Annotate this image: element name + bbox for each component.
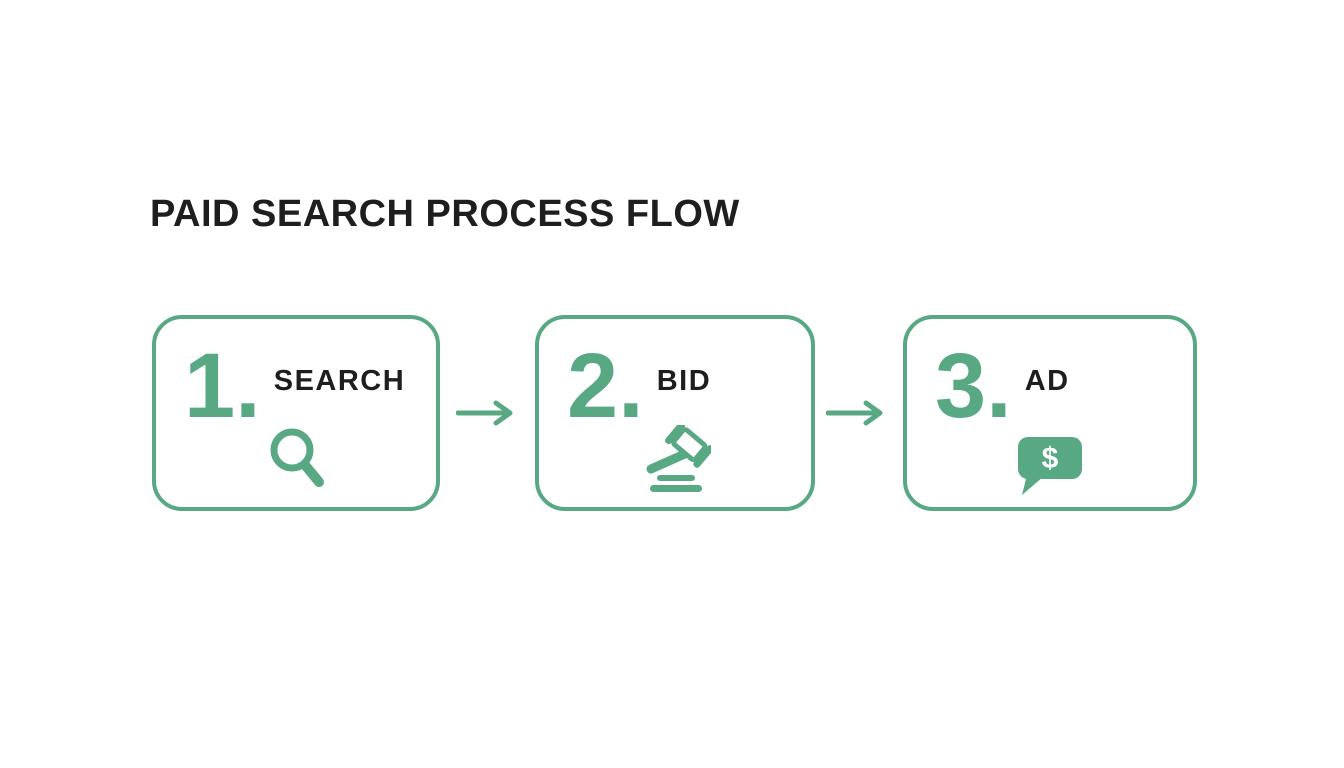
- page-title: PAID SEARCH PROCESS FLOW: [150, 193, 740, 235]
- search-icon: [260, 425, 332, 497]
- step-box-search: 1. SEARCH: [152, 315, 440, 511]
- arrow-right-icon: [826, 399, 888, 427]
- step-number: 3.: [935, 335, 1012, 437]
- gavel-icon: [639, 425, 711, 497]
- dollar-sign-glyph: $: [1042, 442, 1059, 475]
- step-header: 3. AD: [935, 340, 1070, 432]
- step-number: 1.: [184, 335, 261, 437]
- step-label: AD: [1024, 365, 1070, 398]
- step-header: 2. BID: [567, 340, 711, 432]
- step-box-ad: 3. AD $: [903, 315, 1197, 511]
- dollar-speech-bubble-icon: $: [1014, 425, 1086, 497]
- step-header: 1. SEARCH: [184, 340, 405, 432]
- step-number: 2.: [567, 335, 644, 437]
- step-box-bid: 2. BID: [535, 315, 815, 511]
- arrow-right-icon: [456, 399, 518, 427]
- step-label: BID: [656, 365, 712, 398]
- step-label: SEARCH: [273, 365, 406, 398]
